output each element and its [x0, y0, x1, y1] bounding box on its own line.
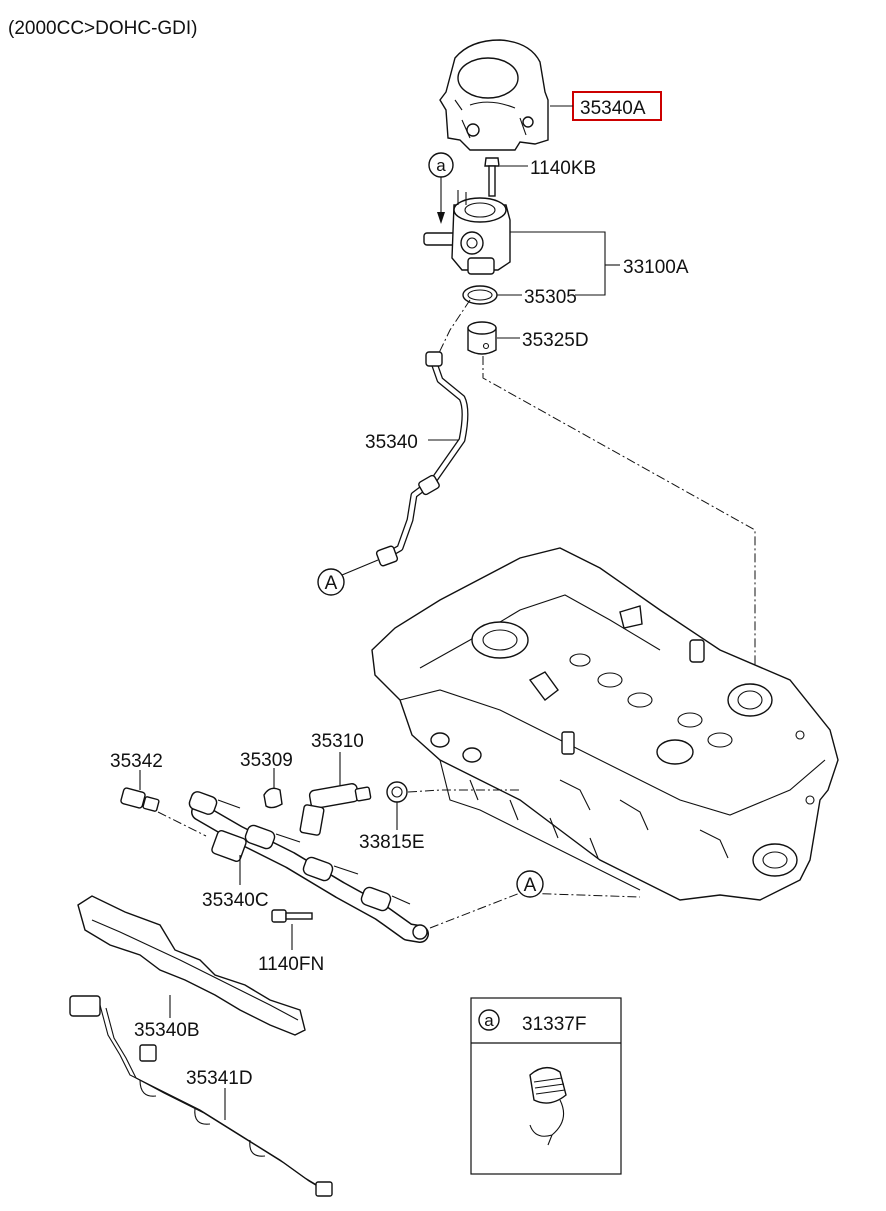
- callout-35340A[interactable]: 35340A: [580, 98, 646, 119]
- callout-35310[interactable]: 35310: [311, 731, 364, 752]
- callout-33815E[interactable]: 33815E: [359, 832, 425, 853]
- callout-35325D[interactable]: 35325D: [522, 330, 589, 351]
- marker-A-rail-label: A: [524, 875, 537, 896]
- callout-35305[interactable]: 35305: [524, 287, 577, 308]
- marker-A-pipe-label: A: [325, 573, 338, 594]
- cylinder-head-drawing: [371, 547, 839, 901]
- clamp-drawing: [529, 1067, 567, 1146]
- callout-35340C[interactable]: 35340C: [202, 890, 269, 911]
- callout-35342[interactable]: 35342: [110, 751, 163, 772]
- injector-seal-drawing: [386, 781, 408, 803]
- callout-1140FN[interactable]: 1140FN: [258, 954, 324, 975]
- callout-35340B[interactable]: 35340B: [134, 1020, 200, 1041]
- callout-35309[interactable]: 35309: [240, 750, 293, 771]
- bolt-1140fn-drawing: [271, 909, 313, 923]
- callout-1140KB[interactable]: 1140KB: [530, 158, 596, 179]
- injector-cover-drawing: [77, 895, 306, 1036]
- inset-marker-label: a: [484, 1011, 494, 1030]
- marker-a-top-label: a: [436, 156, 446, 175]
- callout-35340[interactable]: 35340: [365, 432, 418, 453]
- bolt-1140kb-drawing: [484, 157, 500, 197]
- injector-drawing: [299, 783, 372, 836]
- callout-35341D[interactable]: 35341D: [186, 1068, 253, 1089]
- fuel-pump-drawing: [423, 190, 511, 275]
- inset-marker-a: [478, 1009, 500, 1031]
- fuel-rail-drawing: [188, 791, 429, 943]
- pump-cover-drawing: [439, 39, 549, 151]
- callout-33100A[interactable]: 33100A: [623, 257, 689, 278]
- injector-clip-drawing: [263, 787, 283, 809]
- tappet-drawing: [467, 321, 497, 355]
- inset-part-number[interactable]: 31337F: [522, 1014, 586, 1035]
- injector-harness-drawing: [69, 995, 333, 1197]
- marker-A-pipe: [317, 568, 345, 596]
- fuel-pipe-drawing: [375, 351, 469, 567]
- marker-A-rail: [516, 870, 544, 898]
- pressure-sensor-drawing: [120, 787, 160, 812]
- engine-spec-title: (2000CC>DOHC-GDI): [8, 18, 198, 39]
